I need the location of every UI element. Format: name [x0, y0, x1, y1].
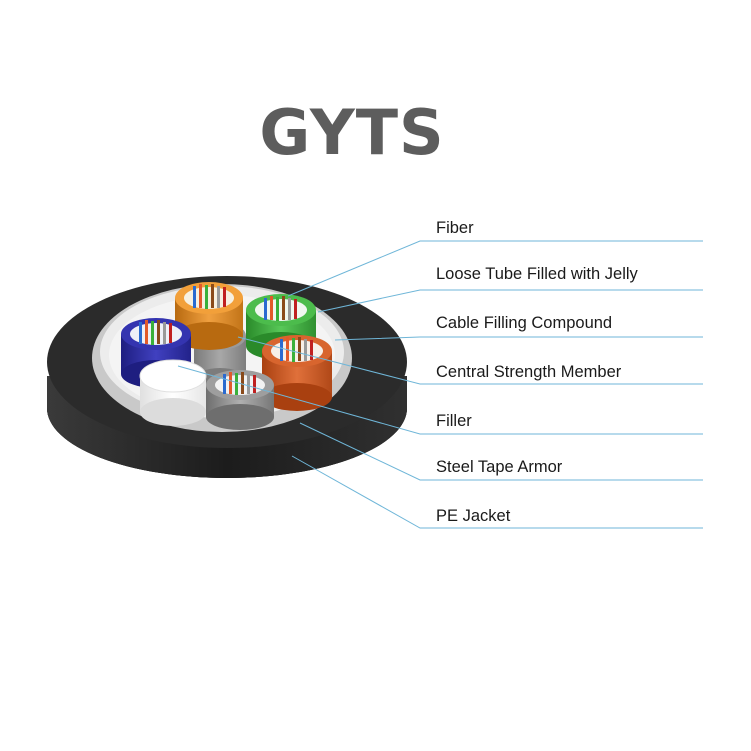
leader-line-filler [177, 365, 703, 435]
leader-line-fiber [287, 240, 703, 297]
leader-line-armor [299, 422, 703, 481]
leader-line-filling-compound [334, 336, 703, 341]
label-filler: Filler [436, 412, 472, 430]
label-loose-tube: Loose Tube Filled with Jelly [436, 265, 638, 283]
loose-tube-grey [206, 370, 274, 430]
fiber-bundle [193, 284, 226, 309]
leader-line-jacket [291, 455, 703, 529]
label-fiber: Fiber [436, 219, 474, 237]
label-armor: Steel Tape Armor [436, 458, 563, 476]
filler-rod [139, 359, 207, 426]
fiber-bundle [264, 296, 297, 321]
leader-line-loose-tube [317, 289, 703, 313]
fiber-bundle [223, 372, 256, 395]
diagram-title: GYTS [259, 96, 445, 169]
label-central-member: Central Strength Member [436, 363, 622, 381]
fiber-bundle [280, 337, 313, 362]
leader-lines [177, 240, 703, 529]
leader-line-central-member [237, 336, 703, 385]
label-filling-compound: Cable Filling Compound [436, 314, 613, 332]
label-jacket: PE Jacket [436, 507, 511, 525]
fiber-bundle [139, 320, 172, 345]
